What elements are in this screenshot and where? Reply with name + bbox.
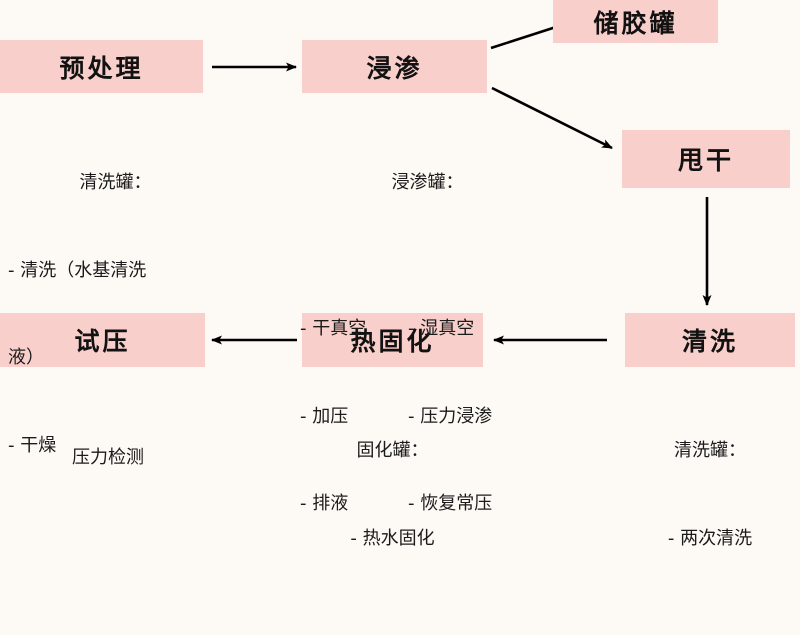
caption-impregnation-row-2-col-1: - 加压 bbox=[300, 405, 349, 427]
caption-impregnation-row-1-col-2: - 湿真空 bbox=[408, 318, 475, 340]
caption-cleaning-title: 清洗罐： bbox=[674, 440, 746, 462]
caption-impregnation-row-2-col-2: - 压力浸渗 bbox=[408, 405, 493, 427]
caption-pretreatment-line-2: 液） bbox=[8, 347, 44, 369]
caption-pretreatment-line-1: - 清洗（水基清洗 bbox=[8, 259, 147, 281]
node-spin-dry[interactable]: 甩干 bbox=[622, 130, 790, 188]
node-impregnation[interactable]: 浸渗 bbox=[302, 40, 487, 93]
caption-impregnation-row-2: - 加压 - 压力浸渗 bbox=[300, 402, 555, 431]
node-pretreatment[interactable]: 预处理 bbox=[0, 40, 203, 93]
node-cleaning[interactable]: 清洗 bbox=[625, 313, 795, 367]
caption-impregnation-title: 浸渗罐： bbox=[391, 172, 464, 194]
caption-thermal-cure-title: 固化罐： bbox=[356, 440, 429, 462]
caption-pressure-test-title: 压力检测 bbox=[72, 447, 144, 469]
caption-impregnation-row-1: - 干真空 - 湿真空 bbox=[300, 314, 555, 343]
caption-pretreatment: 清洗罐： - 清洗（水基清洗 液） - 干燥 bbox=[8, 110, 223, 518]
node-glue-tank[interactable]: 储胶罐 bbox=[553, 0, 718, 43]
caption-thermal-cure-line-1: - 热水固化 bbox=[350, 527, 435, 549]
node-thermal-cure[interactable]: 热固化 bbox=[302, 313, 483, 367]
node-pressure-test[interactable]: 试压 bbox=[0, 313, 205, 367]
caption-cleaning-line-1: - 两次清洗 bbox=[667, 527, 753, 549]
edge-gluetank-to-impregnation bbox=[490, 25, 557, 50]
caption-pretreatment-line-3: - 干燥 bbox=[8, 434, 57, 456]
caption-pretreatment-title: 清洗罐： bbox=[79, 172, 152, 194]
caption-impregnation-row-1-col-1: - 干真空 bbox=[300, 318, 367, 340]
caption-thermal-cure: 固化罐： - 热水固化 bbox=[300, 378, 485, 611]
flowchart-canvas: 预处理 浸渗 储胶罐 甩干 清洗 热固化 试压 清洗罐： - 清洗（水基清洗 液… bbox=[0, 0, 795, 549]
caption-cleaning: 清洗罐： - 两次清洗 bbox=[620, 378, 800, 611]
caption-pressure-test: 压力检测 bbox=[8, 385, 208, 531]
